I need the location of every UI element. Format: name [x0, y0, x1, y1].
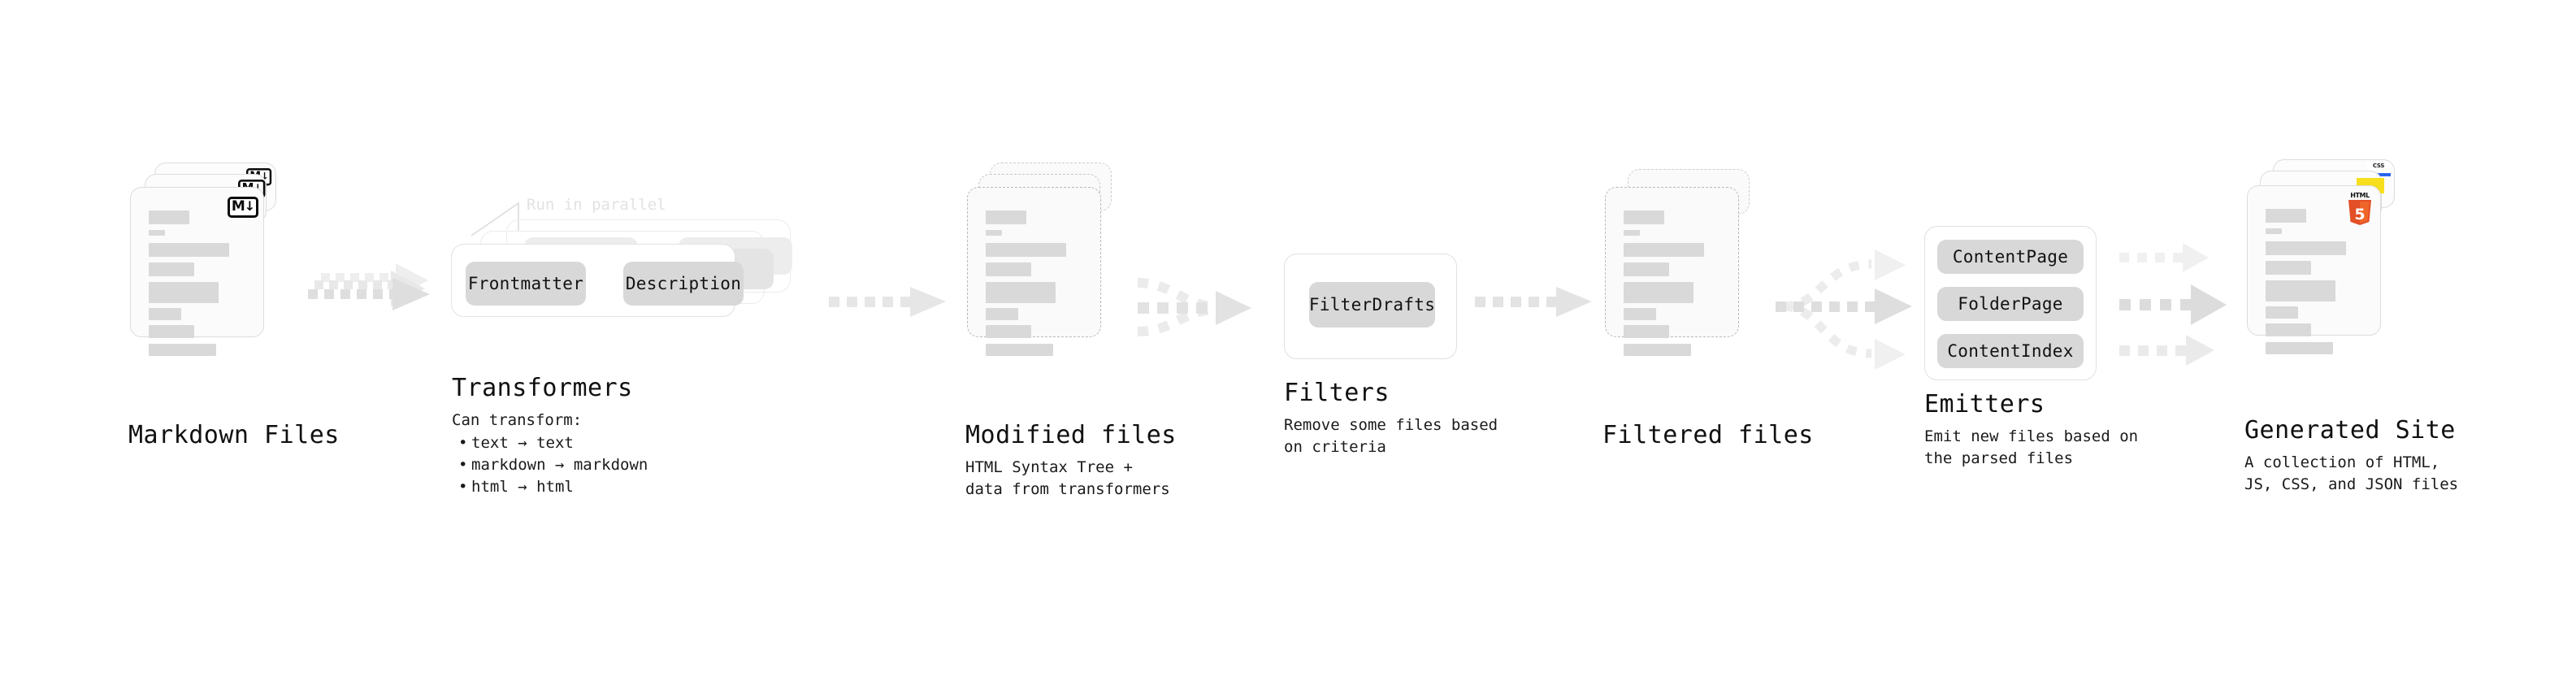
markdown-icon: M↓ — [228, 197, 258, 218]
stage-title-generated-site: Generated Site — [2244, 416, 2456, 445]
html5-wordmark: HTML — [2350, 192, 2370, 199]
emitter-node-contentindex[interactable]: ContentIndex — [1937, 334, 2084, 368]
arrow-markdown-to-transformers — [308, 263, 430, 310]
filter-node-label: FilterDrafts — [1308, 295, 1436, 314]
arrow-transformers-to-modified — [829, 287, 946, 317]
generated-site-card-stack: CSS HTML 5 — [2247, 159, 2395, 354]
content-bar — [1624, 243, 1704, 257]
content-bar — [149, 282, 219, 303]
arrow-filtered-to-emitters — [1776, 249, 1912, 370]
stage-title-modified-files: Modified files — [965, 421, 1177, 449]
content-bar — [986, 243, 1066, 257]
content-bar — [2266, 261, 2311, 275]
content-bar — [1624, 262, 1669, 276]
content-bar — [2266, 228, 2282, 234]
filter-node-filterdrafts[interactable]: FilterDrafts — [1309, 282, 1435, 327]
content-bar — [149, 230, 165, 236]
transformer-node-label: Description — [625, 274, 742, 293]
content-bar — [986, 262, 1031, 276]
emitter-node-label: FolderPage — [1958, 294, 2063, 314]
arrow-emitters-to-site — [2119, 243, 2227, 366]
content-bar — [149, 325, 194, 338]
content-bar — [2266, 280, 2335, 301]
content-bar — [2266, 209, 2306, 223]
stage-title-transformers: Transformers — [452, 374, 633, 402]
content-bar — [149, 210, 189, 224]
transformer-node-description[interactable]: Description — [623, 262, 744, 306]
content-bar — [986, 325, 1031, 338]
content-bar — [986, 210, 1026, 224]
content-bar — [1624, 230, 1640, 236]
content-bar — [149, 308, 181, 320]
stage-title-markdown-files: Markdown Files — [128, 421, 340, 449]
arrow-filters-to-filtered — [1475, 287, 1592, 317]
list-item: markdown → markdown — [455, 454, 648, 476]
emitter-node-label: ContentPage — [1952, 247, 2069, 267]
emitter-node-folderpage[interactable]: FolderPage — [1937, 287, 2084, 321]
filtered-card-front — [1605, 187, 1739, 356]
content-bar — [149, 262, 194, 276]
content-bar — [1624, 308, 1656, 320]
html5-icon: HTML 5 — [2346, 193, 2374, 227]
modified-card-front — [967, 187, 1101, 356]
content-bar — [1624, 210, 1664, 224]
emitter-node-label: ContentIndex — [1947, 341, 2074, 361]
list-item: text → text — [455, 432, 648, 454]
markdown-card-front — [130, 187, 264, 356]
stage-desc-filters: Remove some files based on criteria — [1284, 416, 1498, 456]
site-card-front — [2247, 185, 2381, 354]
content-bar — [1624, 282, 1693, 303]
content-bar — [986, 230, 1002, 236]
content-bar — [986, 282, 1056, 303]
arrow-modified-to-filters — [1137, 278, 1251, 336]
content-bar — [2266, 241, 2346, 255]
stage-title-filtered-files: Filtered files — [1602, 421, 1814, 449]
transformer-node-frontmatter[interactable]: Frontmatter — [466, 262, 586, 306]
stage-desc-generated-site: A collection of HTML, JS, CSS, and JSON … — [2244, 453, 2459, 493]
content-bar — [1624, 325, 1669, 338]
html5-shield: 5 — [2348, 200, 2371, 225]
content-bar — [2266, 342, 2333, 354]
stage-title-filters: Filters — [1284, 379, 1390, 407]
emitters-group-box: ContentPage FolderPage ContentIndex — [1924, 226, 2097, 380]
content-bar — [986, 344, 1053, 356]
stage-desc-emitters: Emit new files based on the parsed files — [1924, 427, 2139, 467]
transformer-node-label: Frontmatter — [467, 274, 584, 293]
transformers-bullet-list: text → text markdown → markdown html → h… — [455, 432, 648, 498]
list-item: html → html — [455, 476, 648, 498]
content-bar — [986, 308, 1018, 320]
stage-title-emitters: Emitters — [1924, 390, 2045, 419]
content-bar — [2266, 306, 2298, 319]
filters-group-box: FilterDrafts — [1284, 254, 1457, 359]
emitter-node-contentpage[interactable]: ContentPage — [1937, 240, 2084, 274]
content-bar — [2266, 323, 2311, 336]
stage-desc-modified-files: HTML Syntax Tree + data from transformer… — [965, 458, 1170, 498]
svg-text:5: 5 — [2354, 206, 2365, 223]
stage-desc-transformers: Can transform: — [452, 411, 583, 429]
content-bar — [1624, 344, 1691, 356]
content-bar — [149, 243, 229, 257]
run-in-parallel-label: Run in parallel — [527, 196, 666, 214]
content-bar — [149, 344, 216, 356]
